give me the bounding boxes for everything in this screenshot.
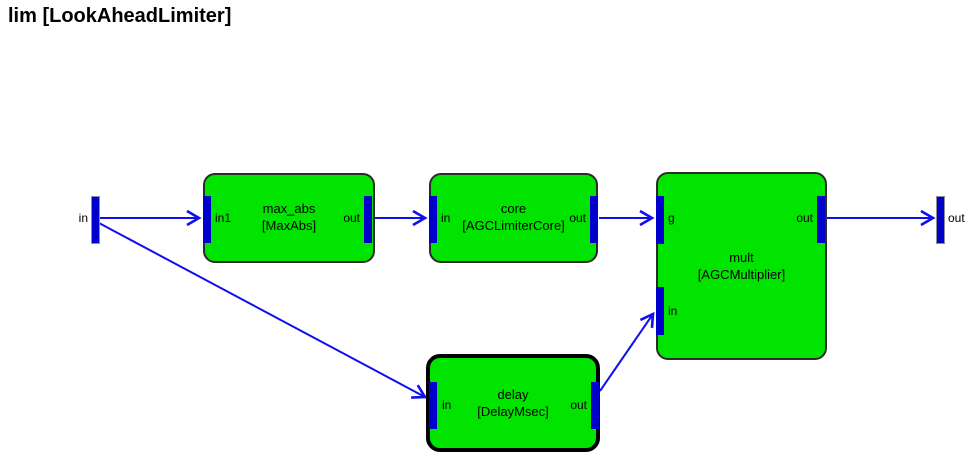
block-title: delay bbox=[497, 387, 529, 402]
block-subtitle: [MaxAbs] bbox=[261, 218, 317, 233]
output-terminal-label: out bbox=[948, 211, 965, 225]
port-delay-in[interactable] bbox=[429, 382, 437, 429]
port-label-mult-in: in bbox=[668, 304, 678, 318]
port-core-out[interactable] bbox=[590, 196, 598, 243]
block-subtitle: [AGCLimiterCore] bbox=[462, 218, 565, 233]
port-max-abs-in1[interactable] bbox=[203, 196, 211, 243]
port-delay-out[interactable] bbox=[591, 382, 599, 429]
port-label-max-abs-out: out bbox=[343, 211, 360, 225]
output-terminal-port[interactable] bbox=[936, 196, 945, 244]
port-mult-in[interactable] bbox=[656, 287, 664, 335]
port-label-mult-g: g bbox=[668, 211, 675, 225]
port-core-in[interactable] bbox=[429, 196, 437, 243]
block-core[interactable]: core [AGCLimiterCore] bbox=[429, 173, 598, 263]
diagram-title: lim [LookAheadLimiter] bbox=[8, 5, 232, 27]
block-subtitle: [AGCMultiplier] bbox=[697, 267, 786, 282]
input-terminal-label: in bbox=[78, 211, 88, 225]
port-label-core-out: out bbox=[569, 211, 586, 225]
port-label-core-in: in bbox=[441, 211, 451, 225]
port-mult-g[interactable] bbox=[656, 196, 664, 244]
port-mult-out[interactable] bbox=[817, 196, 825, 243]
port-max-abs-out[interactable] bbox=[364, 196, 372, 243]
block-subtitle: [DelayMsec] bbox=[477, 404, 549, 419]
port-label-delay-in: in bbox=[442, 398, 452, 412]
port-label-delay-out: out bbox=[570, 398, 587, 412]
block-title: mult bbox=[729, 250, 754, 265]
port-label-max-abs-in1: in1 bbox=[215, 211, 232, 225]
block-mult[interactable]: mult [AGCMultiplier] bbox=[656, 172, 827, 360]
input-terminal-port[interactable] bbox=[91, 196, 100, 244]
block-delay[interactable]: delay [DelayMsec] bbox=[426, 354, 600, 452]
port-label-mult-out: out bbox=[796, 211, 813, 225]
block-title: core bbox=[500, 201, 527, 216]
block-title: max_abs bbox=[262, 201, 316, 216]
wire-delay-to-mult-in bbox=[599, 311, 655, 392]
